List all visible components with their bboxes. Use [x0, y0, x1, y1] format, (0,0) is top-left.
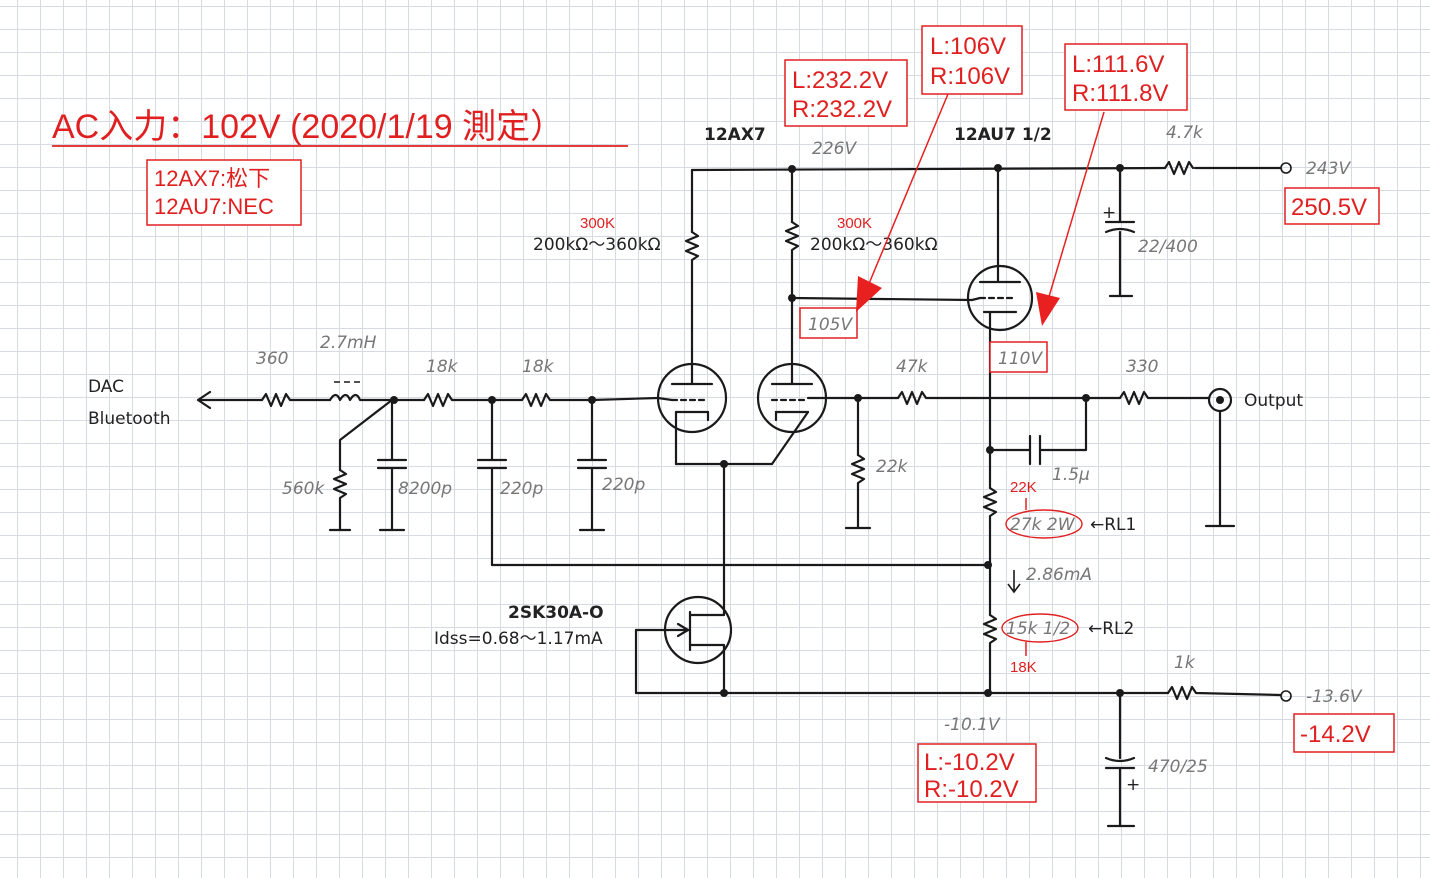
meas-grid-au7-box	[921, 25, 1023, 95]
tube-12ax7-left	[656, 362, 728, 466]
hv-neg-node: -10.1V	[944, 715, 1001, 735]
label-rl1-tag: ←RL1	[1090, 515, 1136, 535]
meas-neg-rail-box	[1293, 713, 1395, 753]
hv-neg-rail: -13.6V	[1306, 687, 1363, 707]
label-r1: 18k	[426, 357, 459, 377]
hv-cathode-au7-box	[989, 341, 1048, 373]
meas-grid-au7-r: R:106V	[930, 63, 1010, 90]
label-current: 2.86mA	[1026, 565, 1092, 585]
label-r-22k: 22k	[876, 457, 909, 477]
arrow-grid-head	[856, 276, 882, 312]
arrow-cathode-head	[1036, 292, 1060, 326]
label-r2: 18k	[522, 357, 555, 377]
jfet-2sk30a	[634, 595, 733, 695]
label-rl2-tag: ←RL2	[1088, 619, 1134, 639]
label-rl2-hand: 15k 1/2	[1006, 619, 1070, 639]
hv-b-plus: 243V	[1306, 159, 1351, 179]
resistor-rl2	[982, 613, 998, 695]
label-c2: 220p	[500, 479, 543, 499]
svg-text:+: +	[1126, 775, 1140, 795]
tubes-note-box	[146, 159, 302, 226]
rl1-circle	[1005, 509, 1083, 539]
capacitor-22-400: +	[1102, 166, 1136, 298]
hv-grid-au7-box	[799, 307, 858, 339]
meas-cathode-au7-box	[1064, 43, 1188, 111]
b-plus-rail	[690, 160, 1292, 176]
label-rl2-new: 18K	[1010, 659, 1037, 676]
inductor-2-7mh	[328, 393, 394, 402]
label-rl1-hand: 27k 2W	[1010, 515, 1076, 535]
resistor-360	[260, 392, 332, 408]
b-plus-terminal	[1280, 162, 1292, 174]
meas-plate-ax7-box	[784, 59, 908, 127]
label-c1: 8200p	[398, 479, 452, 499]
neg-terminal	[1280, 690, 1292, 702]
tube-12au7	[966, 166, 1034, 450]
resistor-rl1	[982, 486, 998, 617]
label-r-47k-mid: 47k	[896, 357, 929, 377]
resistor-18k-2	[520, 392, 594, 408]
rl2-circle	[1001, 613, 1079, 643]
label-jfet: 2SK30A-O	[508, 603, 604, 623]
tubes-note-line-1: 12AX7:松下	[154, 166, 270, 191]
resistor-1k	[1166, 685, 1282, 701]
resistor-330	[1118, 390, 1210, 406]
label-plate-r-ax7-note: 300K	[580, 215, 615, 232]
label-plate-r-ax7: 200kΩ～360kΩ	[533, 235, 661, 255]
resistor-22k	[844, 453, 872, 530]
meas-neg-node-r: R:-10.2V	[924, 776, 1019, 803]
current-arrow	[1007, 570, 1021, 594]
label-rl1-new: 22K	[1010, 479, 1037, 496]
label-c-neg: 470/25	[1148, 757, 1208, 777]
meas-neg-node-box	[917, 743, 1037, 803]
label-output: Output	[1244, 391, 1303, 411]
label-plate-r-b-note: 300K	[837, 215, 872, 232]
hv-b-plus-ax7: 226V	[812, 139, 857, 159]
meas-cathode-au7-l: L:111.6V	[1072, 51, 1165, 78]
label-bluetooth: Bluetooth	[88, 409, 171, 429]
label-12ax7: 12AX7	[704, 125, 766, 145]
label-12au7: 12AU7 1/2	[954, 125, 1052, 145]
meas-plate-ax7-r: R:232.2V	[792, 96, 892, 123]
input-chain	[196, 381, 660, 567]
hv-grid-au7: 105V	[808, 315, 853, 335]
label-r-neg: 1k	[1174, 653, 1196, 673]
label-inductor: 2.7mH	[320, 333, 377, 353]
label-plate-r-b: 200kΩ～360kΩ	[810, 235, 938, 255]
meas-b-plus: 250.5V	[1291, 194, 1367, 221]
plate-resistor-ax7	[684, 230, 700, 374]
meas-grid-au7-l: L:106V	[930, 33, 1006, 60]
svg-text:+: +	[1102, 203, 1116, 223]
meas-neg-rail: -14.2V	[1300, 721, 1371, 748]
meas-plate-ax7-l: L:232.2V	[792, 67, 888, 94]
hv-cathode-au7: 110V	[998, 349, 1043, 369]
resistor-560k	[332, 468, 348, 532]
arrow-cathode	[1047, 111, 1105, 301]
meas-neg-node-l: L:-10.2V	[924, 749, 1015, 776]
label-idss: Idss=0.68～1.17mA	[434, 629, 603, 649]
label-r-shunt: 560k	[282, 479, 325, 499]
resistor-47k	[896, 390, 992, 406]
plate-resistor-b	[784, 220, 800, 374]
tube-12ax7-right	[756, 362, 828, 466]
label-c-fb: 1.5μ	[1052, 465, 1090, 485]
meas-b-plus-box	[1284, 187, 1380, 225]
resistor-4-7k	[1163, 160, 1195, 176]
meas-cathode-au7-r: R:111.8V	[1072, 80, 1169, 107]
arrow-grid	[867, 93, 949, 287]
resistor-18k-1	[422, 392, 494, 408]
label-r-out: 330	[1126, 357, 1158, 377]
page-title: AC入力：102V (2020/1/19 測定）	[52, 108, 564, 146]
label-c3: 220p	[602, 475, 645, 495]
label-r-supply: 4.7k	[1166, 123, 1204, 143]
tubes-note-line-2: 12AU7:NEC	[154, 194, 274, 219]
label-c-supply: 22/400	[1138, 237, 1198, 257]
label-dac: DAC	[88, 377, 124, 397]
capacitor-470-25	[1104, 691, 1136, 828]
label-r-in: 360	[256, 349, 288, 369]
